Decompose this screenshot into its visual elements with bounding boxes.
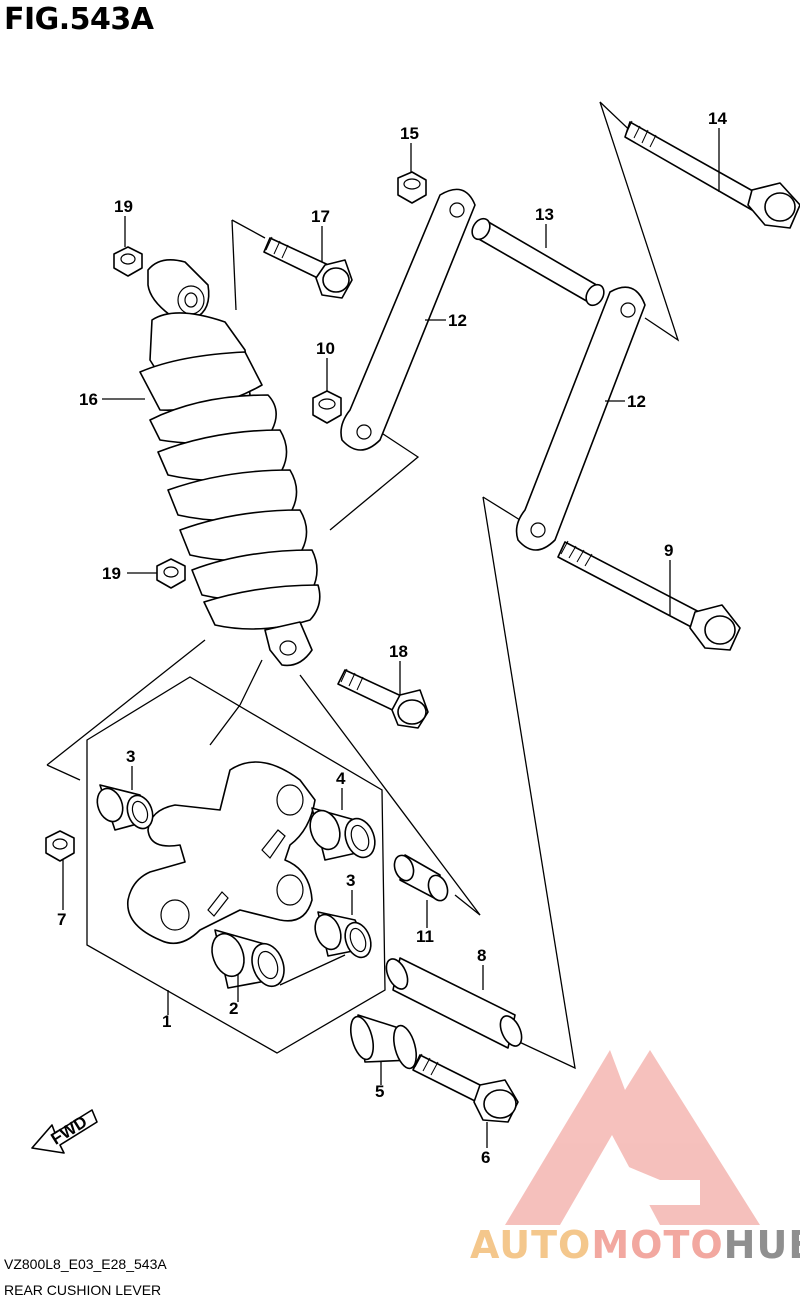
link-plate-12-left bbox=[340, 188, 476, 451]
bearing-2 bbox=[211, 929, 285, 989]
callout-6: 6 bbox=[481, 1148, 490, 1167]
callout-15: 15 bbox=[400, 124, 419, 143]
nut-19-top bbox=[113, 246, 143, 277]
bearing-4 bbox=[309, 807, 376, 861]
bearing-3-lower bbox=[314, 911, 372, 959]
fwd-arrow-icon: FWD bbox=[31, 1109, 98, 1154]
bolt-18 bbox=[337, 668, 429, 729]
watermark-auto: AUTO bbox=[470, 1223, 592, 1267]
watermark-moto: MOTO bbox=[591, 1223, 724, 1267]
shock-absorber-16 bbox=[139, 259, 321, 667]
callout-3-upper: 3 bbox=[126, 747, 135, 766]
callout-leaders bbox=[62, 128, 720, 1148]
watermark-text: AUTOMOTOHUB bbox=[470, 1223, 800, 1267]
sleeve-8 bbox=[385, 957, 523, 1049]
callout-17: 17 bbox=[311, 207, 330, 226]
callout-3-lower: 3 bbox=[346, 871, 355, 890]
callout-16: 16 bbox=[79, 390, 98, 409]
callout-19-top: 19 bbox=[114, 197, 133, 216]
callout-11: 11 bbox=[416, 927, 434, 946]
callout-14: 14 bbox=[708, 109, 727, 128]
callout-5: 5 bbox=[375, 1082, 384, 1101]
watermark-hub: HUB bbox=[723, 1223, 800, 1267]
collar-11 bbox=[393, 854, 449, 902]
bolt-17 bbox=[263, 236, 353, 299]
bolt-6 bbox=[412, 1053, 519, 1123]
sleeve-13 bbox=[471, 217, 605, 307]
collar-5 bbox=[349, 1014, 418, 1070]
callout-labels: 1 2 3 3 4 5 6 7 8 9 10 11 12 12 13 14 15… bbox=[57, 109, 727, 1167]
nut-10 bbox=[312, 390, 342, 424]
callout-19-bottom: 19 bbox=[102, 564, 121, 583]
nut-7 bbox=[45, 830, 75, 862]
bolt-9 bbox=[557, 540, 741, 651]
bolt-14 bbox=[624, 120, 800, 229]
callout-7: 7 bbox=[57, 910, 66, 929]
bearing-3-upper bbox=[96, 784, 154, 831]
callout-12-right: 12 bbox=[627, 392, 646, 411]
cushion-lever-1 bbox=[127, 761, 316, 945]
callout-18: 18 bbox=[389, 642, 408, 661]
nut-19-bottom bbox=[156, 558, 186, 589]
link-plate-12-right bbox=[515, 286, 646, 551]
callout-2: 2 bbox=[229, 999, 238, 1018]
nut-15 bbox=[397, 171, 427, 204]
section-name: REAR CUSHION LEVER bbox=[4, 1282, 162, 1298]
callout-4: 4 bbox=[336, 769, 346, 788]
callout-12-left: 12 bbox=[448, 311, 467, 330]
model-code: VZ800L8_E03_E28_543A bbox=[4, 1256, 167, 1272]
figure-title: FIG.543A bbox=[4, 2, 154, 37]
watermark-logo-icon bbox=[505, 1050, 760, 1225]
callout-13: 13 bbox=[535, 205, 554, 224]
callout-1: 1 bbox=[162, 1012, 171, 1031]
callout-9: 9 bbox=[664, 541, 673, 560]
callout-8: 8 bbox=[477, 946, 486, 965]
callout-10: 10 bbox=[316, 339, 335, 358]
group-lines bbox=[46, 101, 680, 1070]
